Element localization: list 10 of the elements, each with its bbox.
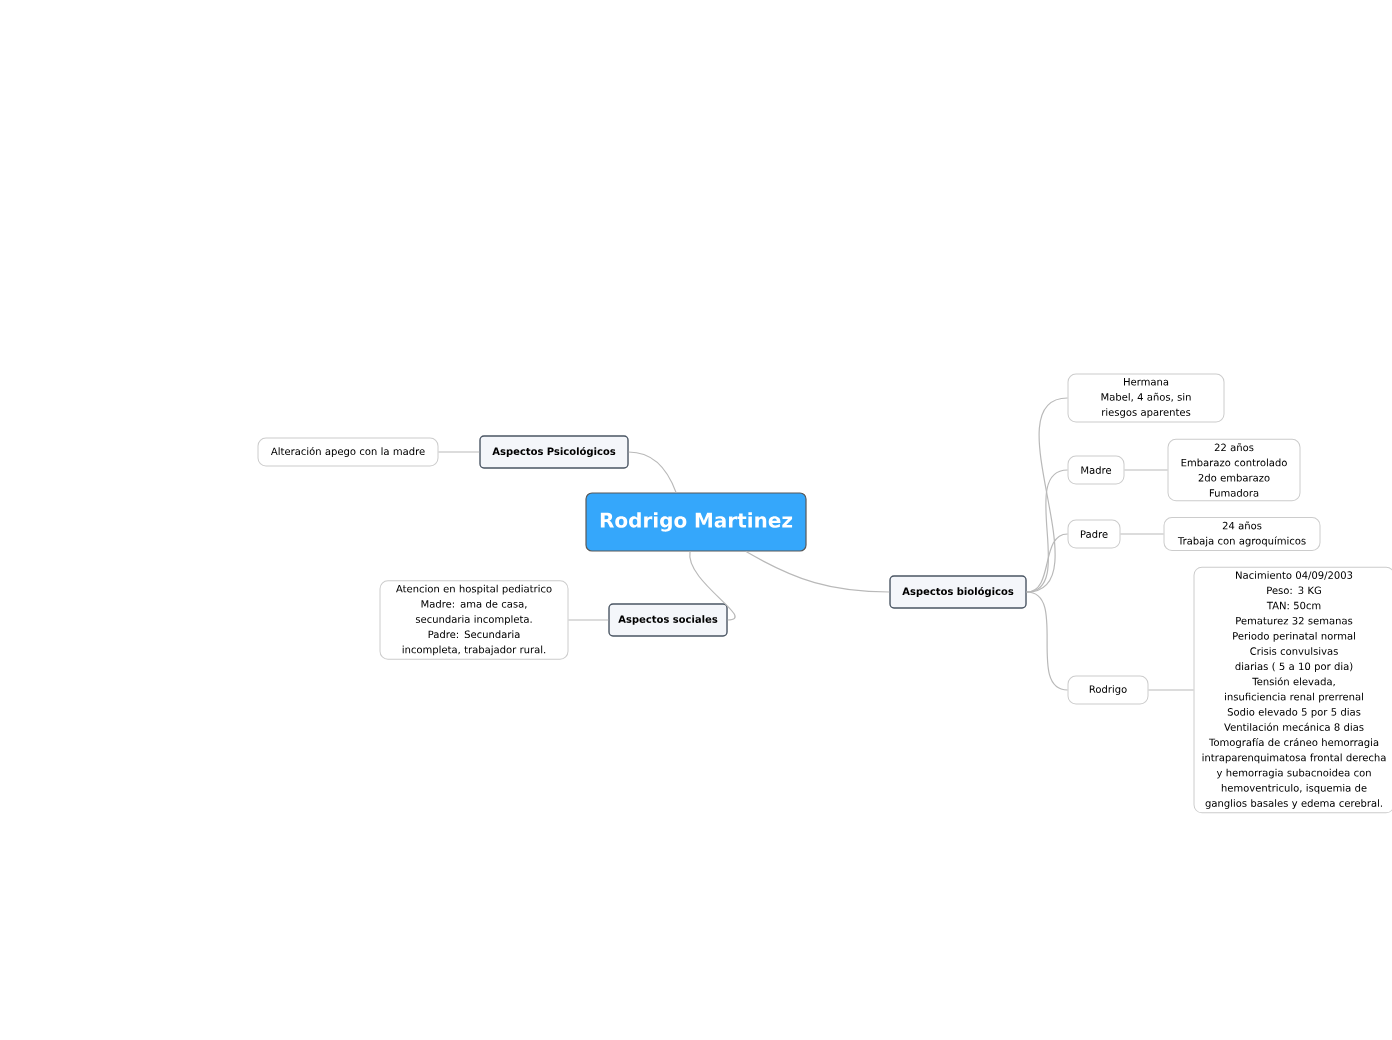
connector-line xyxy=(567,619,609,621)
connector-line xyxy=(437,451,480,453)
connector-line xyxy=(1026,469,1069,593)
connector-line xyxy=(1026,533,1069,593)
connector-line xyxy=(1123,469,1169,471)
connector-line xyxy=(1147,689,1195,691)
connector-line xyxy=(689,551,736,621)
connector-line xyxy=(1026,591,1069,691)
connector-line xyxy=(1119,533,1165,535)
central-topic-box: Rodrigo Martinez xyxy=(585,492,807,552)
